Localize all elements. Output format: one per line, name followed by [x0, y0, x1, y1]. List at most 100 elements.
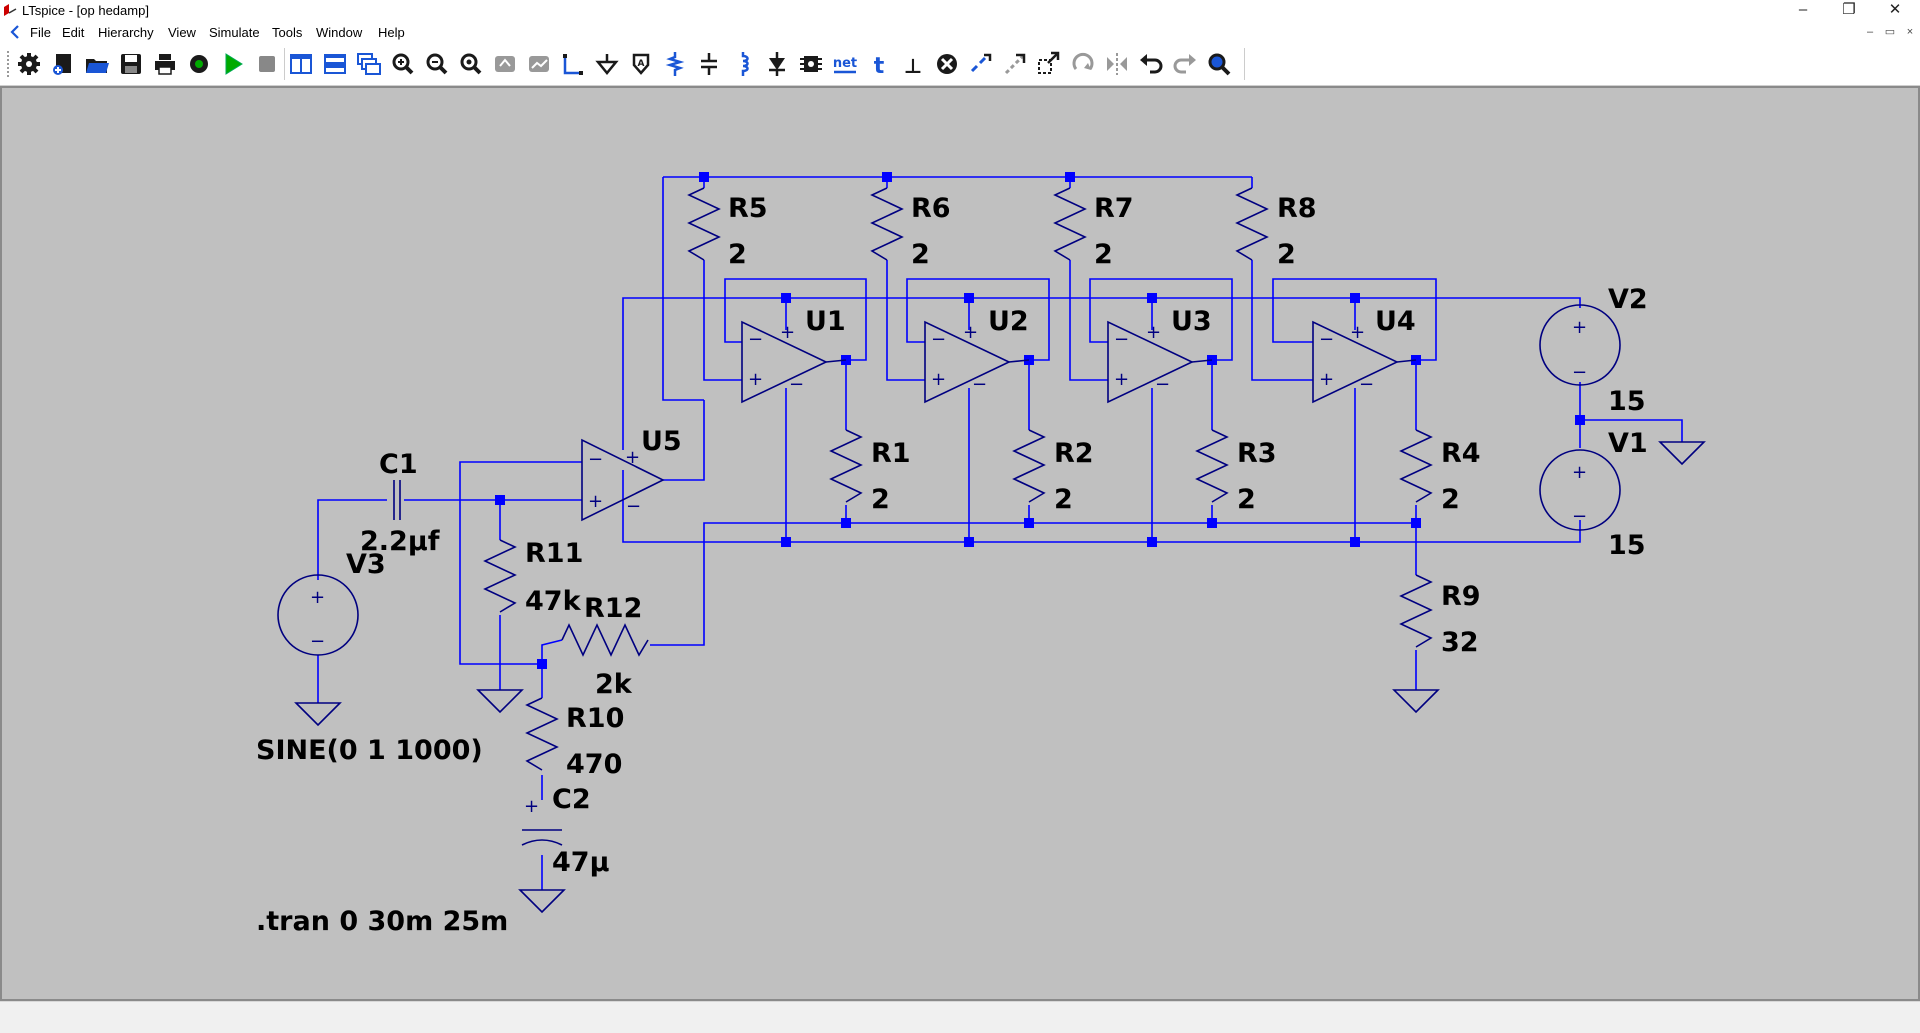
print-button[interactable] [150, 50, 180, 78]
capacitor-button[interactable] [694, 50, 724, 78]
autorange-button[interactable] [490, 50, 520, 78]
spice-directive-button[interactable]: ⊥ [898, 50, 928, 78]
halt-button[interactable] [252, 50, 282, 78]
schematic-canvas[interactable]: −+ +− −+ +− −+ +− −+ +− −+ +− +− +− +− [0, 86, 1920, 1001]
capacitor-c1[interactable] [393, 480, 401, 520]
svg-text:−: − [1114, 329, 1129, 350]
settings-button[interactable] [14, 50, 44, 78]
svg-text:+: + [1319, 369, 1334, 390]
open-button[interactable] [82, 50, 112, 78]
menu-window[interactable]: Window [316, 25, 363, 40]
tile-vertical-button[interactable] [286, 50, 316, 78]
plot-button[interactable] [524, 50, 554, 78]
resistor-r1[interactable] [829, 429, 863, 503]
control-panel-button[interactable] [184, 50, 214, 78]
new-schematic-button[interactable] [48, 50, 78, 78]
label-c2: C2 [552, 784, 591, 815]
component-button[interactable] [796, 50, 826, 78]
delete-icon [937, 54, 957, 74]
resistor-r12[interactable] [561, 623, 649, 657]
menu-edit[interactable]: Edit [62, 25, 85, 40]
value-r8: 2 [1277, 239, 1296, 270]
value-r3: 2 [1237, 484, 1256, 515]
autorange-icon [495, 56, 515, 72]
resistor-r8[interactable] [1235, 187, 1269, 261]
resistor-r7[interactable] [1053, 187, 1087, 261]
opamp-u3[interactable]: −+ +− [1107, 320, 1213, 404]
opamp-u2[interactable]: −+ +− [924, 320, 1030, 404]
label-r10: R10 [566, 703, 624, 734]
menu-tools[interactable]: Tools [272, 25, 303, 40]
resistor-r6[interactable] [870, 187, 904, 261]
text-button[interactable]: t [864, 50, 894, 78]
resistor-r10[interactable] [525, 697, 559, 771]
voltage-source-v2[interactable]: +− [1539, 304, 1621, 386]
minimize-button[interactable]: – [1798, 1, 1808, 18]
wire-button[interactable] [558, 50, 588, 78]
undo-button[interactable] [1136, 50, 1166, 78]
resistor-r11[interactable] [483, 539, 517, 613]
spice-directive: .tran 0 30m 25m [256, 906, 508, 937]
duplicate-button[interactable] [966, 50, 996, 78]
opamp-u1[interactable]: −+ +− [741, 320, 847, 404]
mirror-button[interactable] [1102, 50, 1132, 78]
drag-button[interactable] [1034, 50, 1064, 78]
ground-button[interactable] [592, 50, 622, 78]
zoom-in-button[interactable] [388, 50, 418, 78]
menu-help[interactable]: Help [378, 25, 405, 40]
label-c1: C1 [379, 449, 418, 480]
find-button[interactable] [1204, 50, 1234, 78]
zoom-out-button[interactable] [422, 50, 452, 78]
tile-horizontal-icon [324, 54, 346, 74]
zoom-fit-button[interactable] [456, 50, 486, 78]
open-icon [86, 59, 109, 73]
diode-button[interactable] [762, 50, 792, 78]
close-button[interactable]: ✕ [1888, 1, 1902, 18]
menu-simulate[interactable]: Simulate [209, 25, 260, 40]
label-r8: R8 [1277, 193, 1317, 224]
inductor-button[interactable] [728, 50, 758, 78]
menu-hierarchy[interactable]: Hierarchy [98, 25, 154, 40]
capacitor-c2[interactable]: + [521, 796, 563, 846]
opamp-u4[interactable]: −+ +− [1312, 320, 1417, 404]
rotate-button[interactable] [1068, 50, 1098, 78]
cascade-button[interactable] [354, 50, 384, 78]
resistor-r5[interactable] [687, 187, 721, 261]
toolbar-grip[interactable] [7, 51, 13, 77]
wire-icon [563, 54, 583, 75]
value-v3: SINE(0 1 1000) [256, 735, 483, 766]
menu-view[interactable]: View [168, 25, 196, 40]
halt-icon [259, 56, 275, 72]
resistor-r3[interactable] [1195, 429, 1229, 503]
schematic-doc-icon[interactable] [8, 24, 22, 40]
resistor-r2[interactable] [1012, 429, 1046, 503]
tile-horizontal-button[interactable] [320, 50, 350, 78]
mdi-minimize-button[interactable]: – [1866, 26, 1874, 38]
redo-button[interactable] [1170, 50, 1200, 78]
svg-text:−: − [931, 329, 946, 350]
svg-text:+: + [524, 796, 539, 817]
label-net-button[interactable]: A [626, 50, 656, 78]
mdi-close-button[interactable]: × [1906, 26, 1914, 38]
resistor-r9[interactable] [1399, 574, 1433, 648]
menu-file[interactable]: File [30, 25, 51, 40]
voltage-source-v3[interactable]: +− [277, 574, 359, 656]
move-button[interactable] [1000, 50, 1030, 78]
resistor-button[interactable] [660, 50, 690, 78]
net-button[interactable]: net [830, 50, 860, 78]
svg-text:+: + [748, 369, 763, 390]
label-r9: R9 [1441, 581, 1481, 612]
delete-button[interactable] [932, 50, 962, 78]
mdi-restore-button[interactable]: ▭ [1884, 26, 1896, 38]
opamp-u5[interactable]: −+ +− [581, 438, 665, 522]
maximize-button[interactable]: ❐ [1842, 1, 1856, 18]
run-button[interactable] [218, 50, 248, 78]
svg-text:−: − [789, 374, 804, 395]
diode-icon [769, 52, 785, 76]
save-button[interactable] [116, 50, 146, 78]
label-r7: R7 [1094, 193, 1134, 224]
svg-text:+: + [931, 369, 946, 390]
voltage-source-v1[interactable]: +− [1539, 449, 1621, 531]
resistor-r4[interactable] [1399, 429, 1433, 503]
svg-text:+: + [963, 322, 978, 343]
